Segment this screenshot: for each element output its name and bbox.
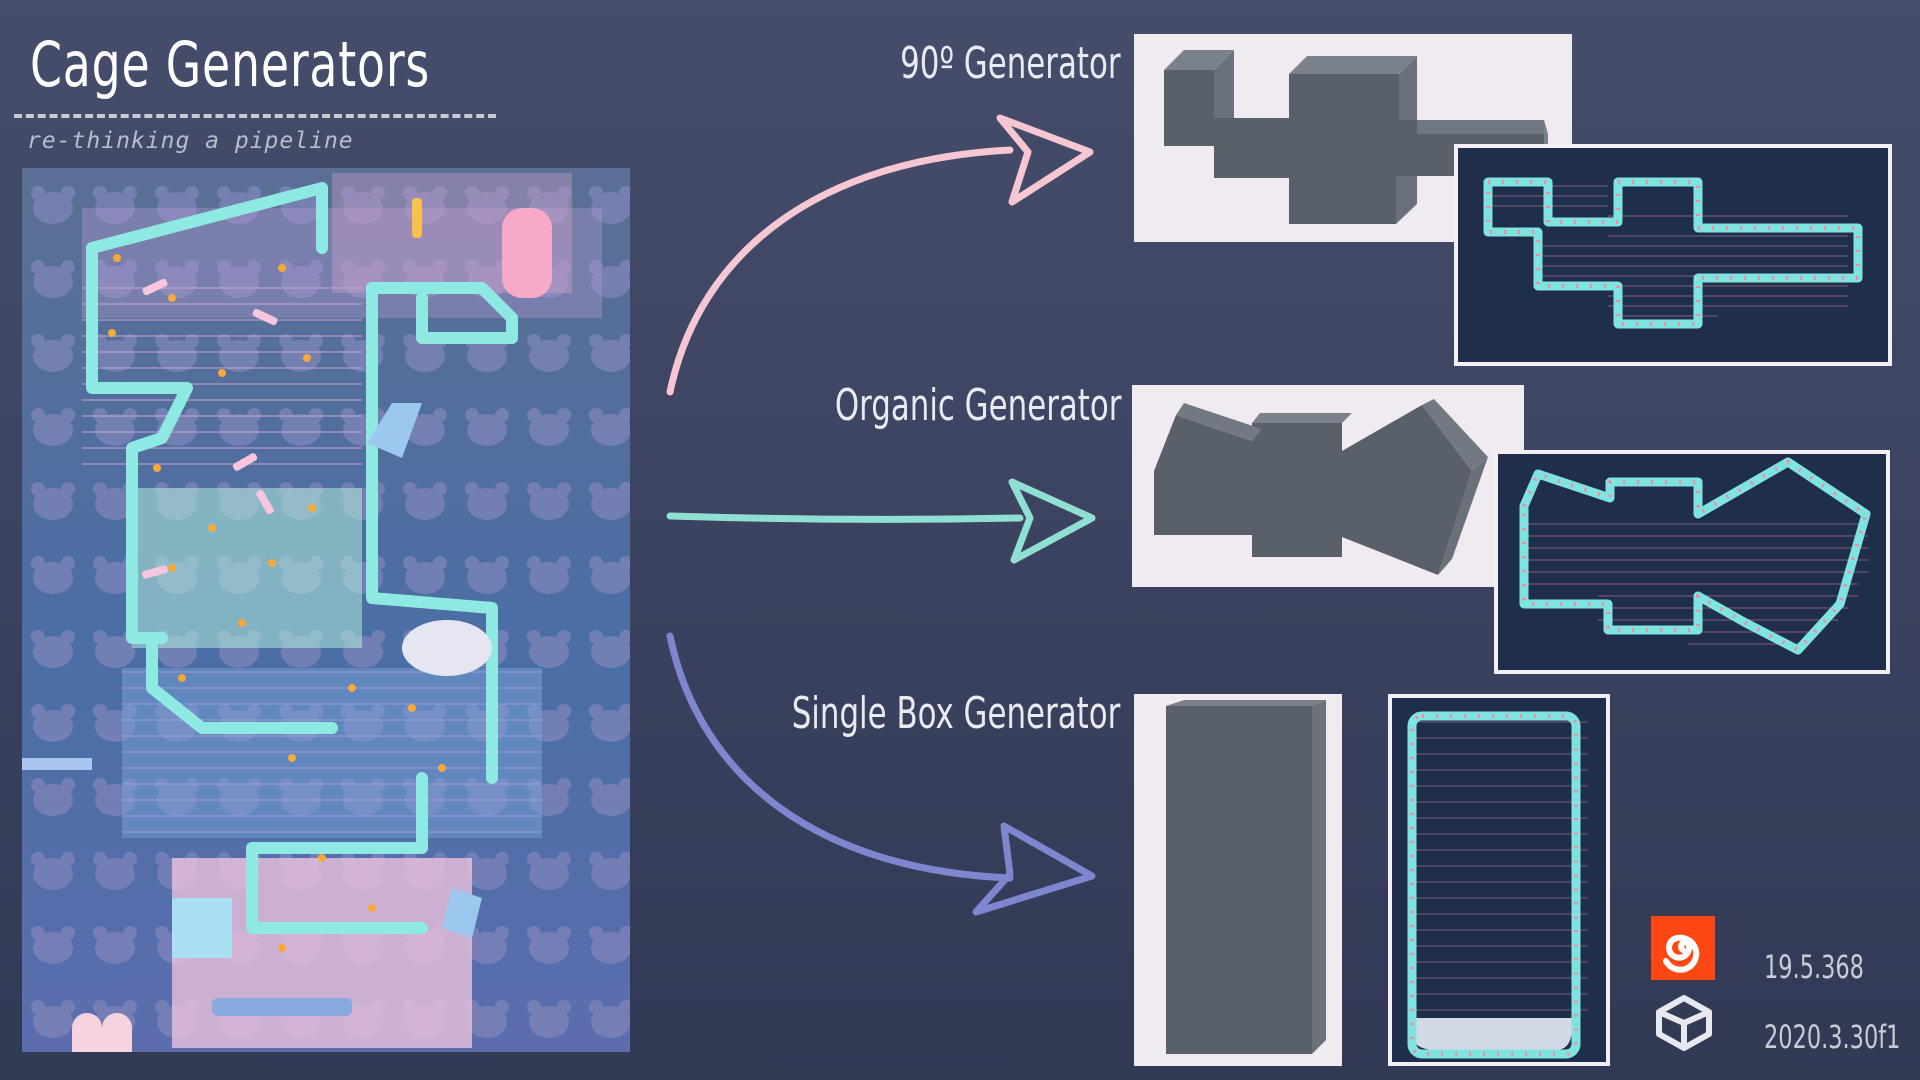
mesh-preview-single-box-generator — [1134, 694, 1342, 1066]
mesh-shape-90 — [1164, 50, 1548, 224]
arrow-90-generator — [666, 114, 1094, 396]
cage-shape-90 — [1483, 177, 1863, 329]
arrow-single-box-generator — [666, 632, 1096, 916]
houdini-version: 19.5.368 — [1764, 948, 1864, 986]
mesh-preview-organic-generator — [1132, 385, 1524, 587]
cage-shape-single-box — [1407, 711, 1588, 1059]
houdini-spiral-icon — [1663, 934, 1700, 973]
cage-preview-organic-generator — [1494, 450, 1890, 674]
arrow-organic-generator — [666, 478, 1096, 564]
unity-cube-icon — [1656, 995, 1712, 1051]
cage-shape-organic — [1519, 457, 1871, 655]
label-90-generator: 90º Generator — [900, 38, 1121, 89]
mesh-shape-organic — [1154, 399, 1488, 575]
level-map-illustration — [22, 168, 630, 1052]
unity-logo-icon — [1651, 990, 1717, 1056]
label-single-box-generator: Single Box Generator — [791, 688, 1120, 739]
label-organic-generator: Organic Generator — [834, 380, 1121, 431]
unity-version: 2020.3.30f1 — [1764, 1018, 1901, 1056]
houdini-logo-icon — [1651, 916, 1715, 980]
cage-preview-single-box-generator — [1388, 694, 1610, 1066]
page-subtitle: re-thinking a pipeline — [27, 128, 354, 154]
mesh-shape-single-box — [1166, 700, 1326, 1054]
level-overview-image — [22, 168, 630, 1052]
page-title: Cage Generators — [30, 28, 431, 101]
title-divider — [14, 114, 496, 118]
cage-preview-90-generator — [1454, 144, 1892, 366]
